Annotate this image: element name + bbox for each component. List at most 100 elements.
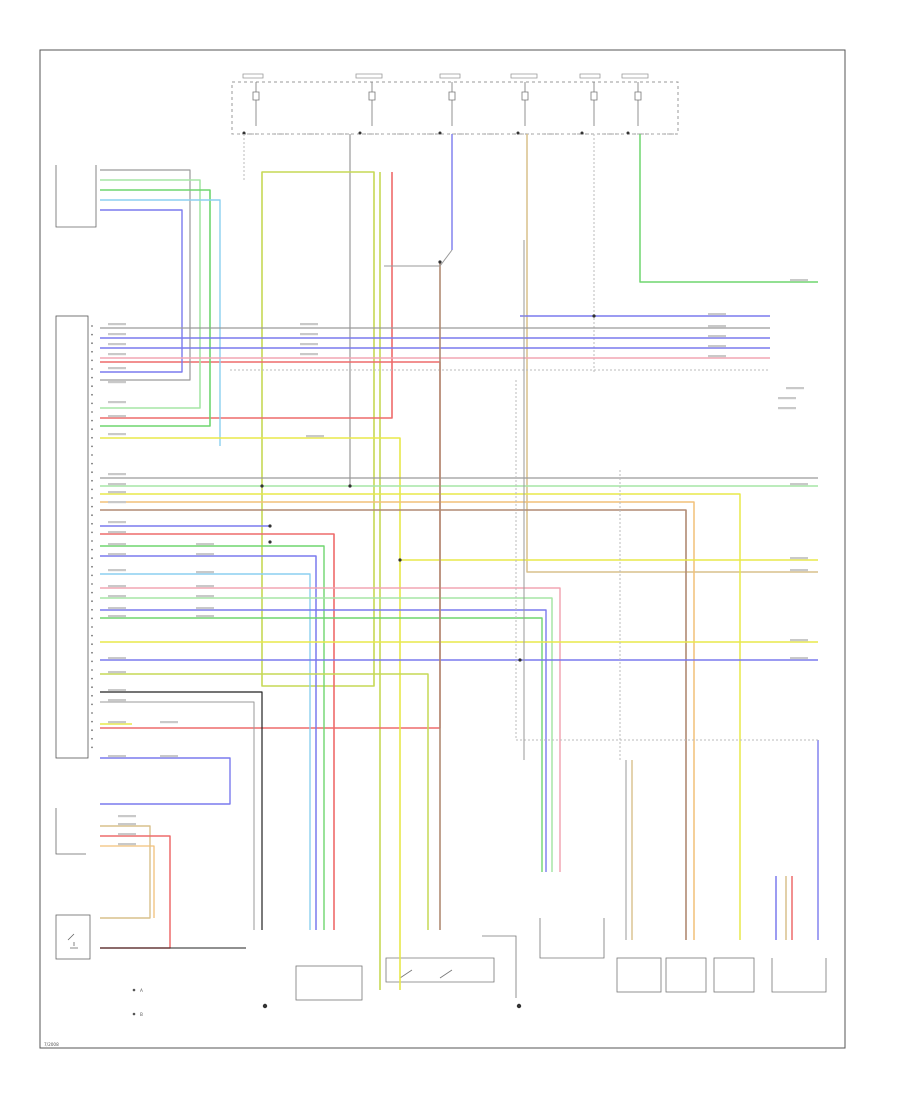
label-stub — [160, 755, 178, 758]
label-stubs — [108, 279, 808, 846]
wire-h-black-1 — [100, 691, 263, 930]
splice-dot — [518, 658, 522, 662]
label-stub — [160, 721, 178, 724]
module-pin — [91, 694, 93, 697]
fuse-splice-5 — [580, 131, 584, 135]
module-pin — [91, 746, 93, 749]
label-stub — [108, 323, 126, 326]
control-module — [55, 315, 89, 759]
module-pin — [91, 488, 93, 491]
fuse-1 — [252, 82, 260, 126]
component-b-switch — [385, 957, 495, 983]
label-stub — [108, 333, 126, 336]
module-pin — [91, 737, 93, 740]
component-e-box — [616, 957, 662, 993]
fuse-6 — [634, 82, 642, 126]
component-g-box — [713, 957, 755, 993]
label-stub — [108, 415, 126, 418]
module-pin — [91, 557, 93, 560]
label-stub — [196, 553, 214, 556]
module-pin — [91, 617, 93, 620]
splice-dot — [438, 260, 442, 264]
module-pin — [91, 669, 93, 671]
label-stub — [108, 473, 126, 476]
label-stub — [108, 543, 126, 546]
label-stub — [300, 323, 318, 326]
legend-note-b: B — [140, 1012, 143, 1017]
bottom-components — [295, 918, 827, 1001]
module-pin — [91, 402, 93, 405]
wire-h-blue-8 — [100, 757, 231, 805]
label-stub — [708, 345, 726, 348]
wire-red-main-2 — [100, 361, 441, 729]
module-pin — [91, 591, 93, 594]
module-pin — [91, 540, 93, 542]
label-stub — [108, 531, 126, 534]
fuse-header-4 — [510, 73, 538, 79]
ground-2 — [516, 1003, 522, 1009]
splice-dot — [268, 524, 272, 528]
module-pin — [91, 479, 93, 482]
module-pin — [91, 359, 93, 362]
label-stub — [786, 387, 804, 390]
component-a-box — [295, 965, 363, 1001]
label-stub — [108, 657, 126, 660]
fuse-splice-6 — [626, 131, 630, 135]
module-pin — [91, 376, 93, 379]
fuse-splice-4 — [516, 131, 520, 135]
module-pin — [91, 419, 93, 422]
label-stub — [790, 279, 808, 282]
control-module-pins — [91, 325, 93, 749]
label-stub — [108, 433, 126, 436]
fuse-header-2 — [355, 73, 383, 79]
wire-h-blue-5 — [100, 555, 317, 930]
wire-h-red-2 — [100, 533, 335, 930]
module-pin — [91, 677, 93, 680]
label-stub — [790, 639, 808, 642]
label-stub — [708, 335, 726, 338]
label-stub — [108, 401, 126, 404]
label-stub — [790, 483, 808, 486]
label-stub — [196, 595, 214, 598]
label-stub — [108, 671, 126, 674]
module-pin — [91, 454, 93, 456]
lower-left-connector — [55, 808, 86, 855]
module-pin — [91, 350, 93, 353]
page-code: 7/2008 — [44, 1042, 59, 1047]
wire-tl-1 — [100, 169, 191, 381]
label-stub — [196, 607, 214, 610]
module-pin — [91, 643, 93, 646]
fuse-splice-2 — [358, 131, 362, 135]
wire-tl-2 — [100, 179, 201, 409]
fuse-header-5 — [579, 73, 601, 79]
ground-1 — [262, 1003, 268, 1009]
label-stub — [108, 569, 126, 572]
wire-switch-link — [384, 249, 453, 267]
label-stub — [108, 721, 126, 724]
label-stub — [108, 343, 126, 346]
fuse-header-6 — [621, 73, 649, 79]
label-stub — [108, 521, 126, 524]
fuse-header-1 — [242, 73, 264, 79]
label-stub — [708, 313, 726, 316]
label-stub — [790, 657, 808, 660]
wire-h-blue-6 — [100, 609, 547, 872]
wire-h-orange-1 — [100, 501, 695, 940]
module-pin — [91, 411, 93, 413]
module-pin — [91, 574, 93, 577]
fuse-splices — [242, 131, 630, 135]
wire-h-yellow-1 — [100, 437, 401, 990]
wire-h-green-2 — [100, 545, 325, 930]
component-d-bracket — [539, 918, 605, 959]
label-stub — [108, 353, 126, 356]
module-pin — [91, 462, 93, 465]
label-stub — [108, 615, 126, 618]
fuse-splice-3 — [438, 131, 442, 135]
label-stub — [118, 833, 136, 836]
label-stub — [300, 353, 318, 356]
module-pin — [91, 651, 93, 654]
label-stub — [108, 755, 126, 758]
module-pin — [91, 660, 93, 663]
label-stub — [118, 815, 136, 818]
module-pin — [91, 548, 93, 551]
